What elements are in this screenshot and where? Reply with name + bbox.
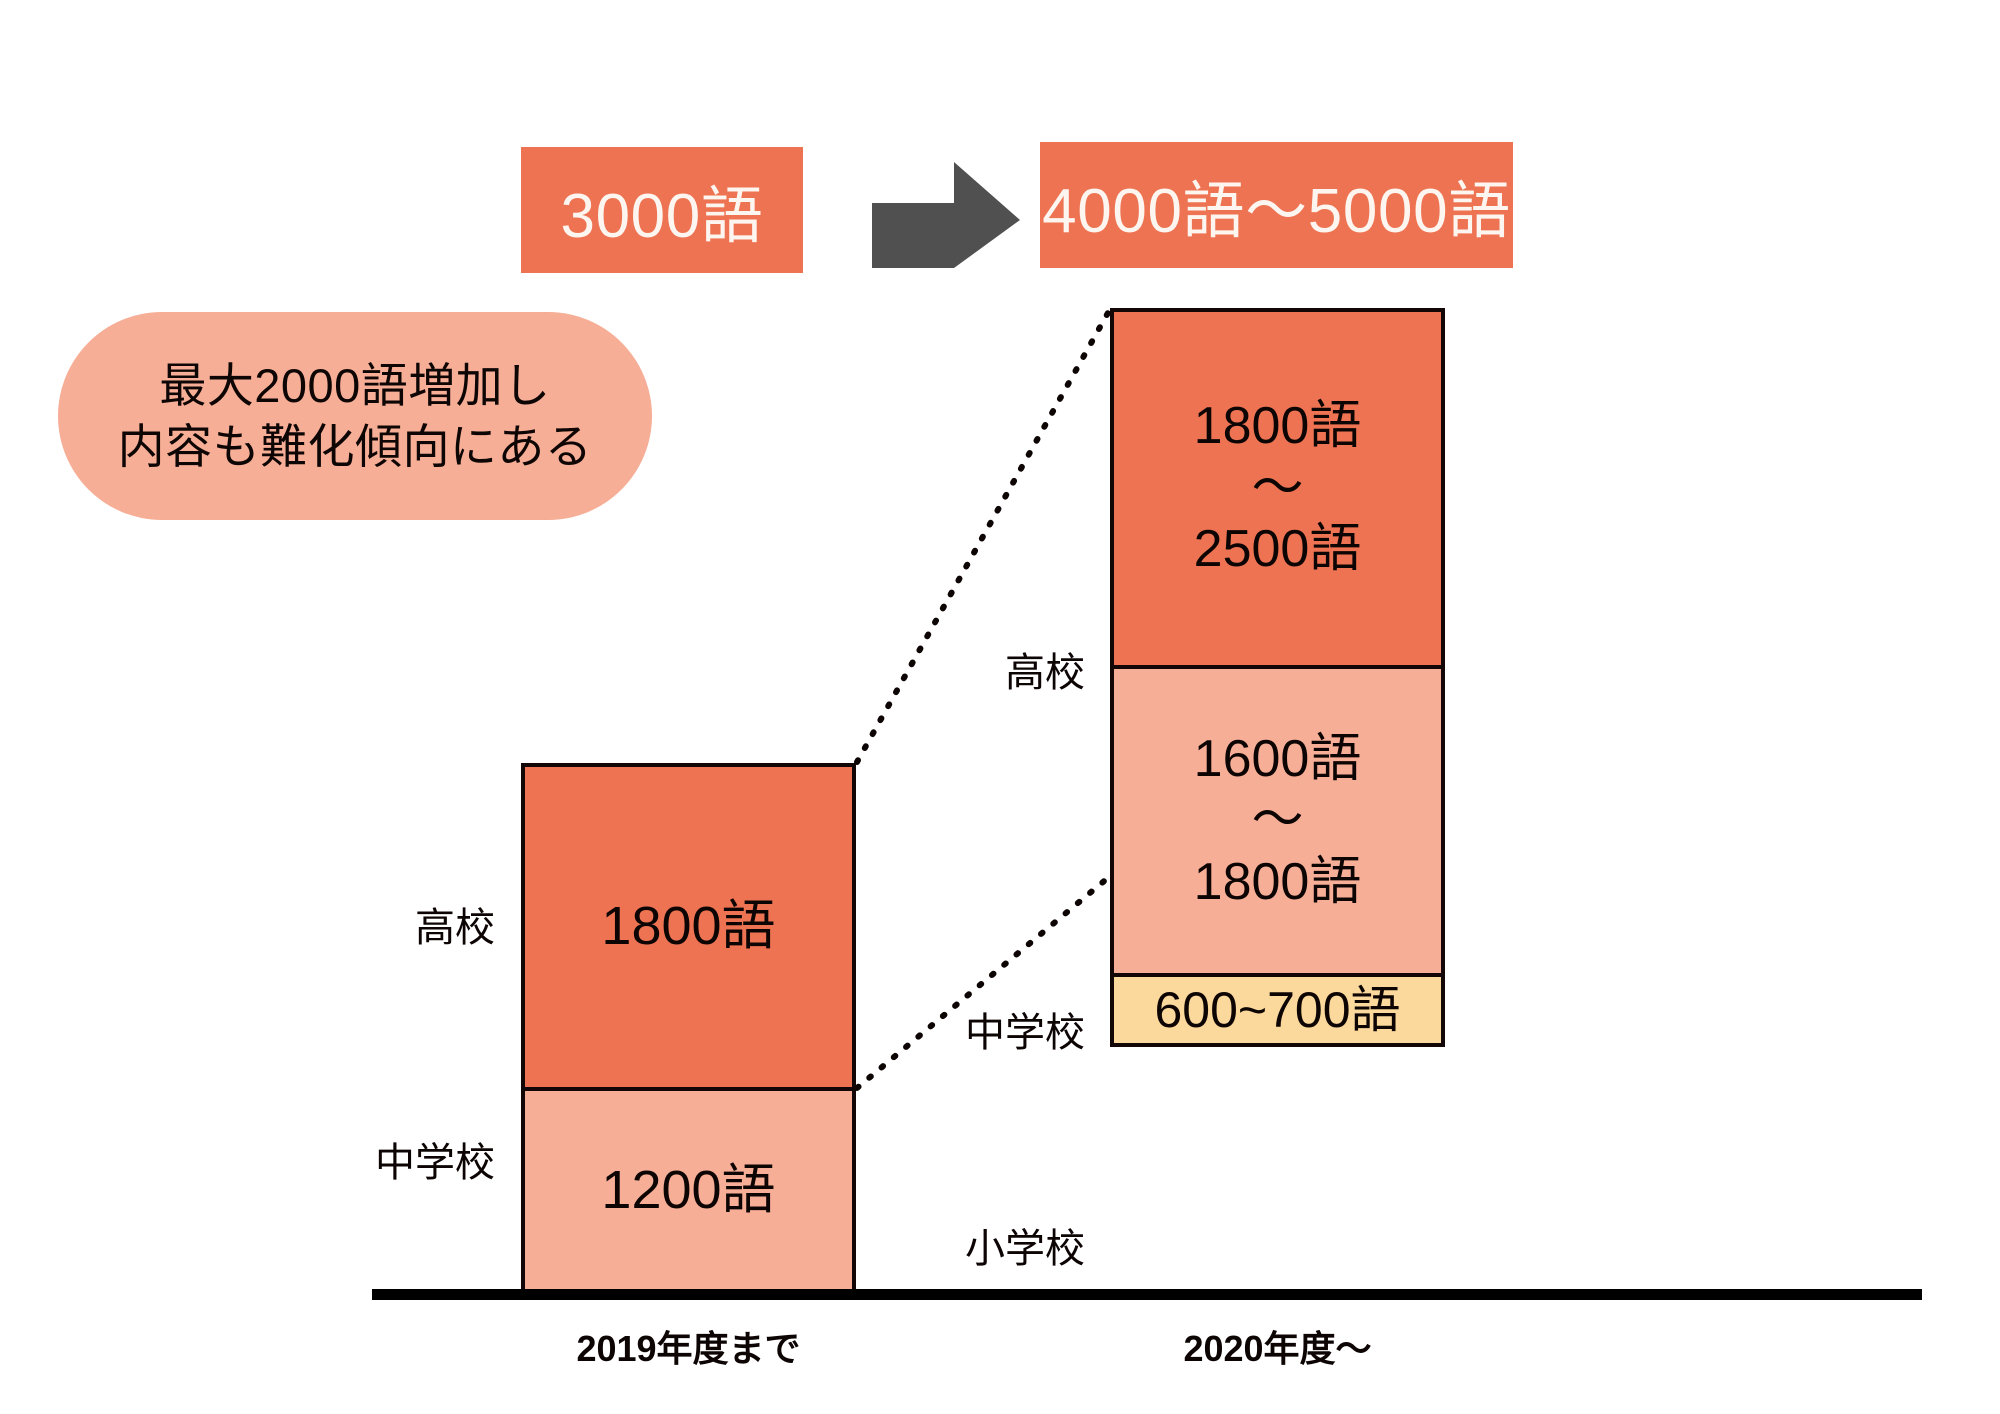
bar-2020-elementary-value: 600~700語 [1154,981,1401,1038]
bar-2020-segment-junior-high: 1600語 〜 1800語 [1110,665,1445,977]
bar-2020-label-high-school: 高校 [1005,651,1085,695]
axis-caption-2020: 2020年度〜 [1183,1328,1372,1369]
bar-2020: 1800語 〜 2500語 1600語 〜 1800語 600~700語 [1110,308,1445,1047]
bar-2019-segment-junior-high: 1200語 [521,1087,856,1295]
bar-2020-high-school-tilde: 〜 [1251,458,1304,517]
callout-line-1: 最大2000語増加し [159,358,551,412]
bar-2020-segment-elementary: 600~700語 [1110,973,1445,1047]
bar-2020-junior-high-tilde: 〜 [1251,791,1304,850]
bar-2019-junior-high-value: 1200語 [601,1160,776,1221]
bar-2020-high-school-value-min: 1800語 [1193,397,1362,456]
summary-banner-after: 4000語〜5000語 [1040,142,1513,268]
bar-2020-segment-high-school: 1800語 〜 2500語 [1110,308,1445,669]
summary-banner-before: 3000語 [521,147,803,273]
bar-2019-high-school-value: 1800語 [601,896,776,957]
bar-2020-high-school-value-max: 2500語 [1193,520,1362,579]
bar-2020-junior-high-value-min: 1600語 [1193,729,1362,788]
baseline-axis [372,1289,1922,1300]
bar-2019-label-junior-high: 中学校 [375,1141,495,1185]
bar-2020-junior-high-value-max: 1800語 [1193,852,1362,911]
bar-2019: 1800語 1200語 [521,763,856,1295]
bar-2019-segment-high-school: 1800語 [521,763,856,1091]
bar-2019-label-high-school: 高校 [415,906,495,950]
callout-bubble: 最大2000語増加し 内容も難化傾向にある [58,312,652,520]
right-arrow-icon [872,162,1020,268]
callout-line-2: 内容も難化傾向にある [117,420,593,473]
bar-2020-label-elementary: 小学校 [965,1227,1085,1271]
axis-caption-2019: 2019年度まで [576,1328,801,1369]
bar-2020-label-junior-high: 中学校 [965,1011,1085,1055]
